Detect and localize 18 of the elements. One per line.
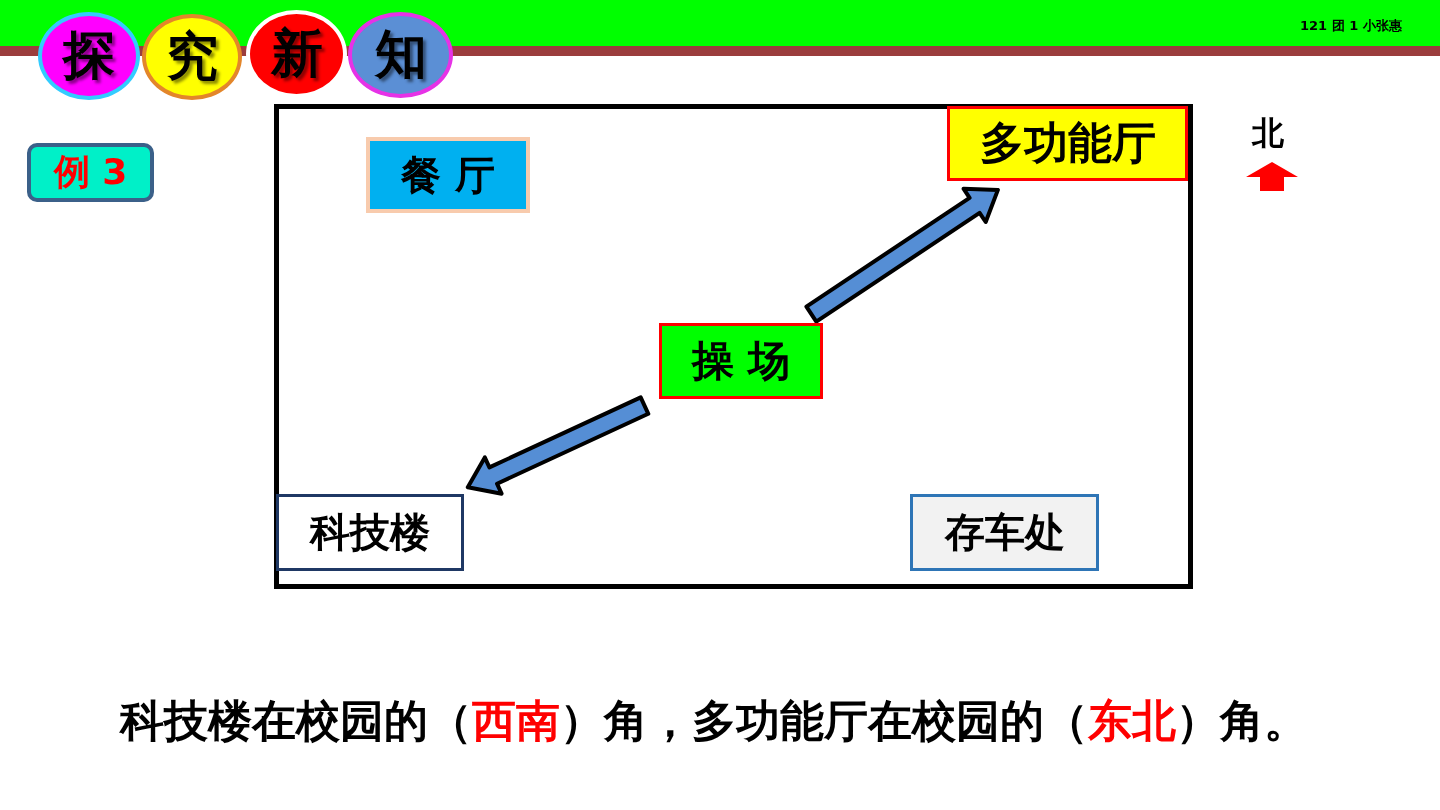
place-box: 餐 厅 — [366, 137, 530, 213]
answer-text: 西南 — [472, 694, 560, 748]
north-label: 北 — [1252, 113, 1284, 154]
question-text: ）角，多功能厅在校园的（ — [560, 694, 1088, 748]
example-tag: 例 3 — [27, 143, 154, 202]
heading-circle: 探 — [38, 12, 140, 100]
block-arrow — [465, 395, 651, 496]
place-box: 多功能厅 — [947, 106, 1188, 181]
campus-boundary — [274, 104, 1193, 589]
answer-text: 东北 — [1088, 694, 1176, 748]
block-arrow — [804, 186, 1000, 324]
question-text: ）角。 — [1176, 694, 1308, 748]
heading-circle: 究 — [142, 14, 242, 100]
place-box: 科技楼 — [276, 494, 464, 571]
question-text: 科技楼在校园的（ — [120, 694, 472, 748]
place-box: 操 场 — [659, 323, 823, 399]
author-note: 121 团 1 小张惠 — [1300, 17, 1402, 35]
place-box: 存车处 — [910, 494, 1099, 571]
